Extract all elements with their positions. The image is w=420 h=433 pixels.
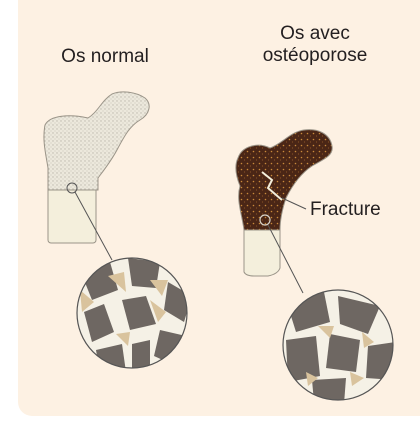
normal-bone [44,92,149,260]
fracture-leader-line [282,198,306,209]
label-fracture: Fracture [310,199,410,221]
label-osteoporosis-bone: Os avec ostéoporose [240,23,390,67]
magnifier-circle-osteoporosis [283,290,396,404]
label-normal-bone: Os normal [30,46,180,68]
magnifier-circle-normal [77,258,192,374]
